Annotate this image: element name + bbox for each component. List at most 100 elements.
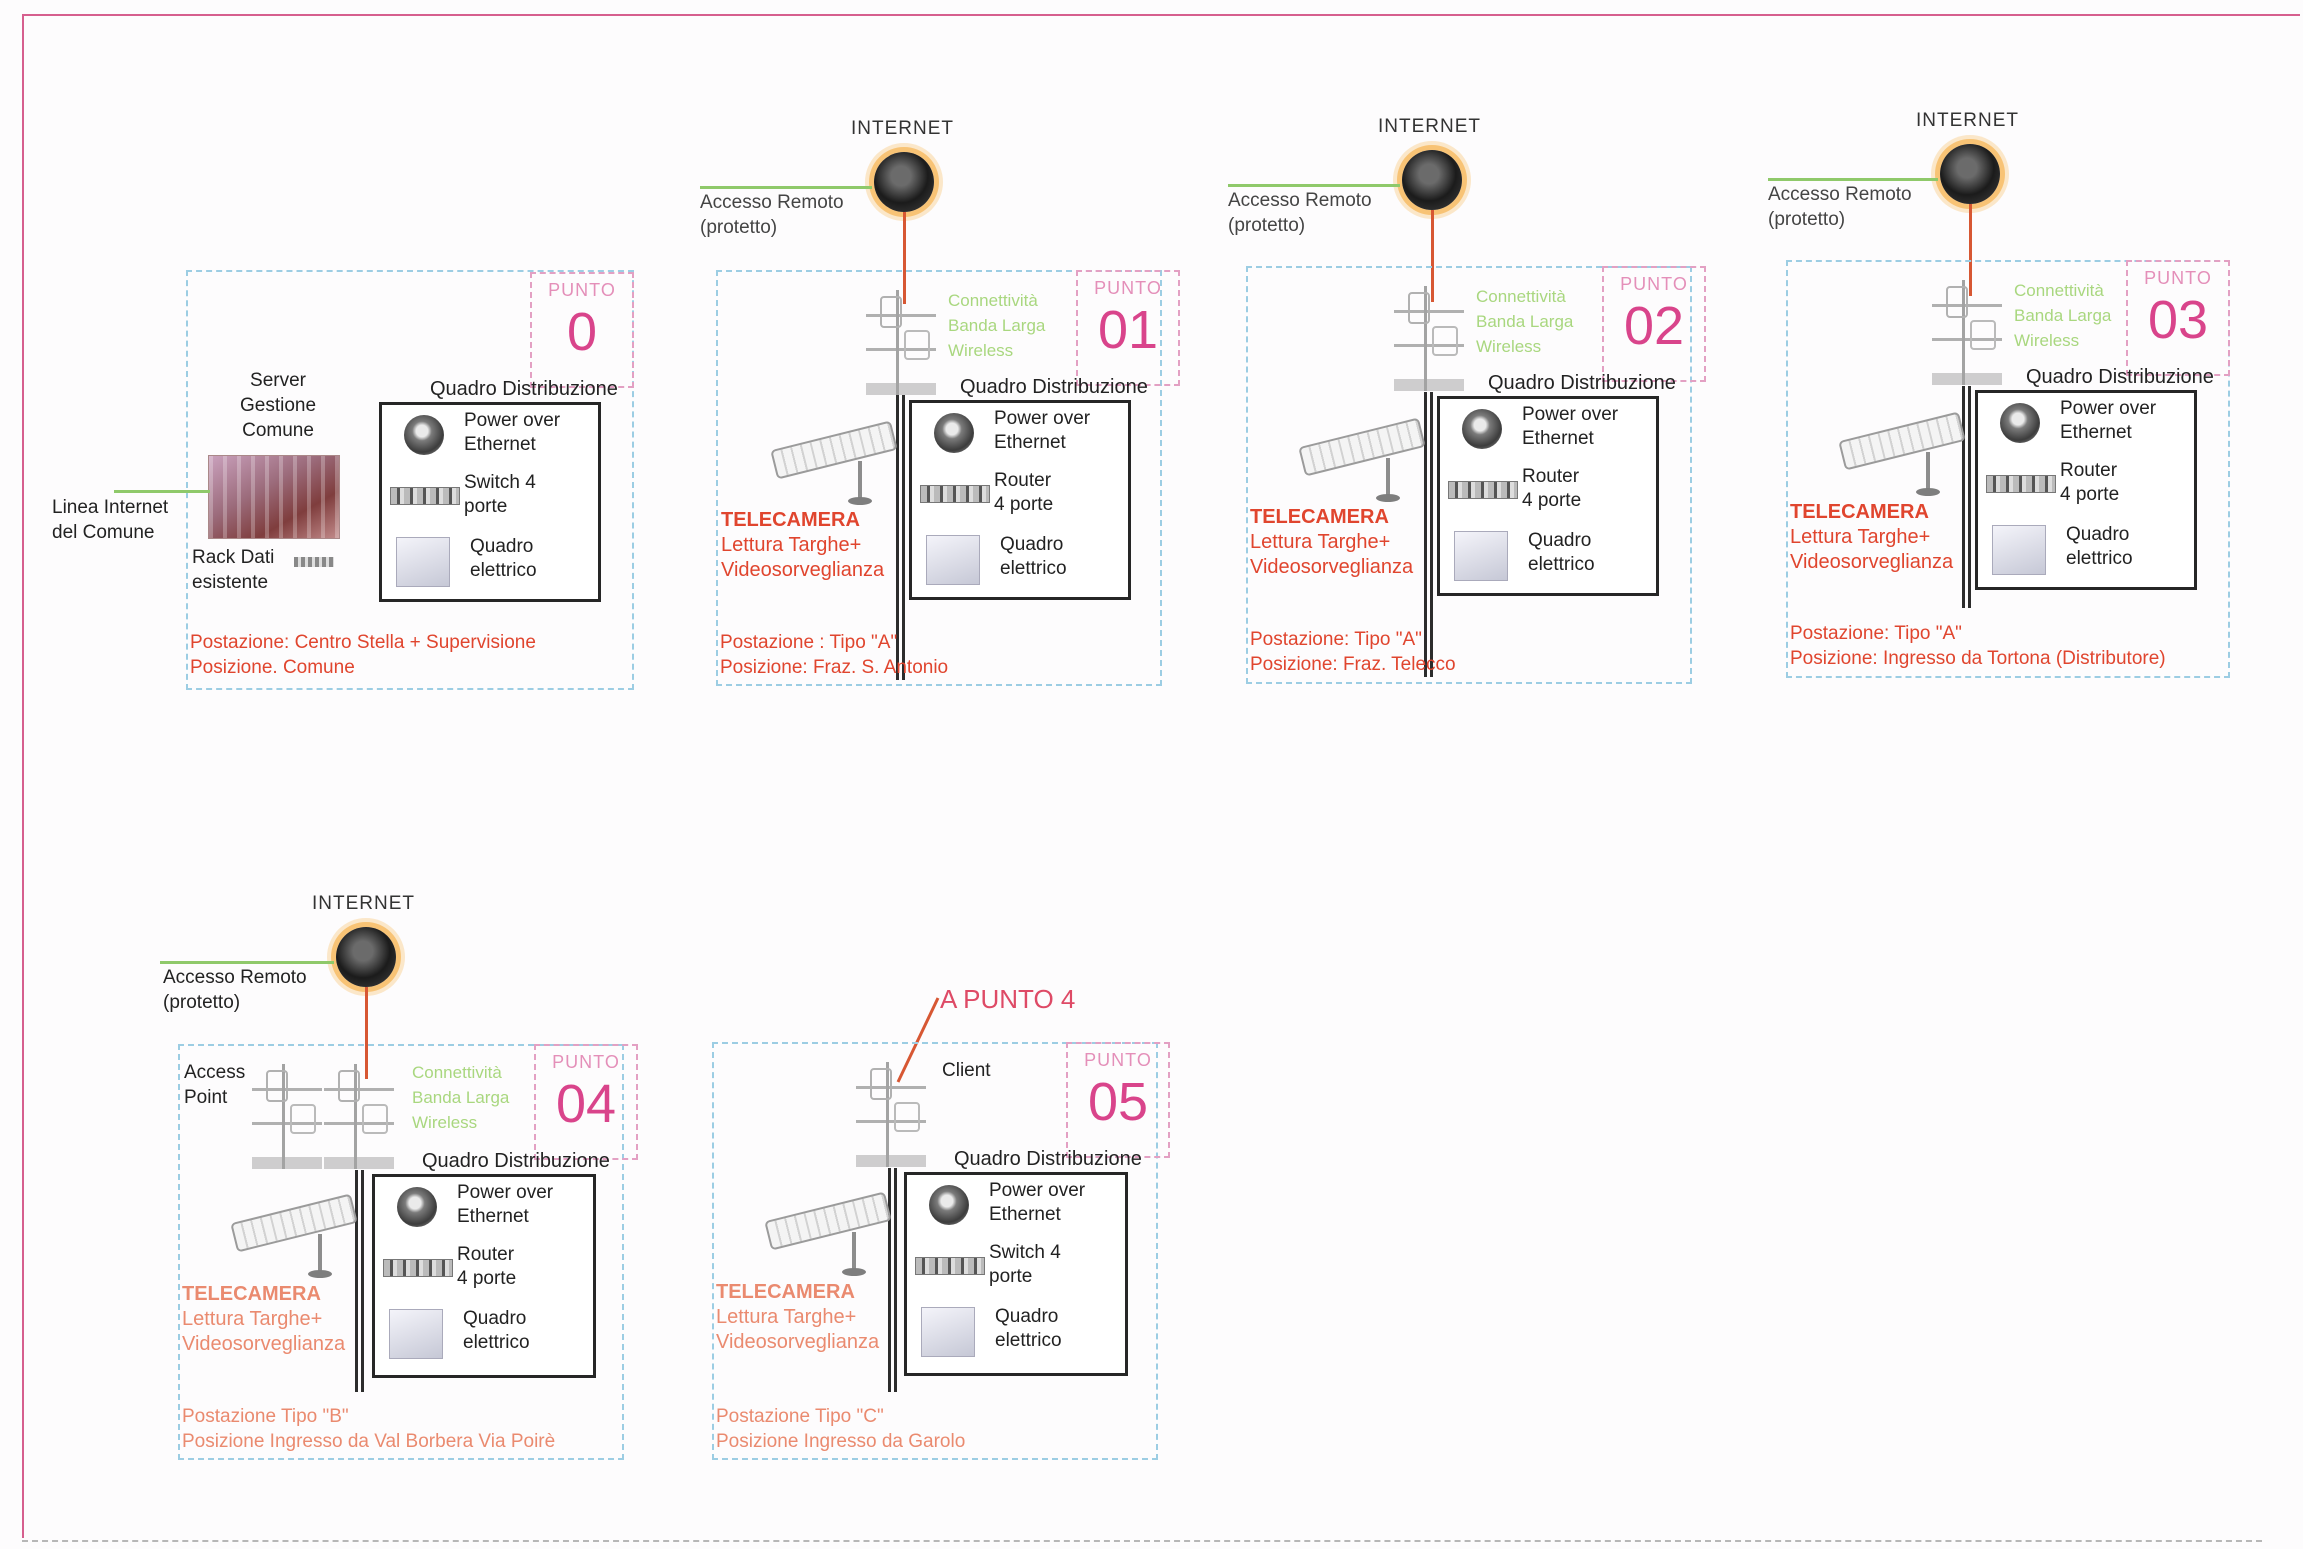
- poe-label-line: Power over: [457, 1182, 554, 1203]
- server-label: Server Gestione Comune: [240, 368, 316, 443]
- telecamera-line: TELECAMERA: [1250, 506, 1389, 528]
- poe-icon: [934, 413, 974, 453]
- telecamera-line: Lettura Targhe+: [1790, 526, 1931, 548]
- point-01-panel: [716, 270, 1162, 686]
- quadro-elettrico-row: Quadro elettrico: [907, 1305, 1125, 1365]
- camera-body: [230, 1193, 358, 1253]
- posizione-label: Posizione Ingresso da Val Borbera Via Po…: [182, 1431, 556, 1452]
- poe-label-line: Ethernet: [2060, 422, 2132, 443]
- camera-base: [848, 497, 872, 505]
- server-label-line: Gestione: [240, 395, 317, 416]
- electrical-panel-icon: [396, 537, 450, 587]
- poe-icon: [404, 415, 444, 455]
- punto-number: 0: [566, 302, 598, 362]
- punto-number: 02: [1623, 296, 1685, 356]
- punto-label: PUNTO: [1094, 278, 1162, 298]
- poe-label-line: Power over: [2060, 398, 2157, 419]
- internet-label: INTERNET: [851, 118, 954, 139]
- device-label-line: Router: [457, 1244, 515, 1265]
- camera-image: [230, 1193, 382, 1278]
- rack-label-line: esistente: [192, 572, 269, 593]
- device-label-line: 4 porte: [1522, 490, 1582, 511]
- posizione-label: Posizione: Fraz. S. Antonio: [720, 657, 949, 678]
- telecamera-line: TELECAMERA: [1790, 501, 1929, 523]
- wireless-label-line: Connettività: [2014, 281, 2104, 300]
- telecamera-line: Videosorveglianza: [1790, 551, 1954, 573]
- wireless-label-line: Connettività: [412, 1063, 502, 1082]
- quadro-elettrico-line: Quadro: [995, 1306, 1059, 1327]
- remote-access-label: Accesso Remoto(protetto): [1228, 188, 1372, 238]
- client-label: Client: [942, 1060, 991, 1081]
- point-05-panel: [712, 1042, 1158, 1460]
- device-label-line: Router: [2060, 460, 2118, 481]
- poe-label-line: Ethernet: [1522, 428, 1594, 449]
- point-02-panel: [1246, 266, 1692, 684]
- quadro-elettrico-line: elettrico: [1000, 558, 1067, 579]
- punto-label: PUNTO: [1620, 274, 1688, 294]
- electrical-panel-icon: [921, 1307, 975, 1357]
- camera-image: [1298, 417, 1450, 502]
- wireless-label-line: Wireless: [1476, 337, 1542, 356]
- poe-icon: [397, 1187, 437, 1227]
- quadro-elettrico-line: Quadro: [1528, 530, 1592, 551]
- wireless-mast-image: [866, 290, 936, 395]
- quadro-elettrico-line: elettrico: [2066, 548, 2133, 569]
- cable-trunk: [355, 1170, 364, 1392]
- punto-label: PUNTO: [552, 1052, 620, 1072]
- telecamera-line: Videosorveglianza: [721, 559, 885, 581]
- router-icon: [920, 485, 990, 503]
- camera-image: [764, 1191, 916, 1276]
- poe-icon: [929, 1185, 969, 1225]
- posizione-label: Posizione. Comune: [190, 657, 355, 678]
- poe-icon: [2000, 403, 2040, 443]
- client-mast-image: [856, 1062, 926, 1167]
- wireless-label-line: Connettività: [1476, 287, 1566, 306]
- telecamera-line: Videosorveglianza: [716, 1331, 880, 1353]
- camera-body: [770, 420, 898, 480]
- wireless-label-line: Banda Larga: [1476, 312, 1574, 331]
- rack-label: Rack Dati esistente: [192, 545, 274, 595]
- point-04-panel: [178, 1044, 624, 1460]
- camera-base: [308, 1270, 332, 1278]
- router-icon: [1448, 481, 1518, 499]
- device-label-line: Switch 4: [989, 1242, 1061, 1263]
- poe-icon: [1462, 409, 1502, 449]
- quadro-title: Quadro Distribuzione: [954, 1148, 1142, 1170]
- poe-label-line: Ethernet: [994, 432, 1066, 453]
- remote-access-line: Accesso Remoto: [1768, 184, 1912, 205]
- electrical-panel-icon: [1454, 531, 1508, 581]
- posizione-label: Posizione: Ingresso da Tortona (Distribu…: [1790, 648, 2166, 669]
- remote-access-label: Accesso Remoto(protetto): [700, 190, 844, 240]
- internet-line-text: del Comune: [52, 522, 155, 543]
- punto-02-badge: PUNTO 02: [1602, 266, 1706, 382]
- quadro-elettrico-line: elettrico: [995, 1330, 1062, 1351]
- remote-access-label: Accesso Remoto(protetto): [1768, 182, 1912, 232]
- remote-access-line: Accesso Remoto: [1228, 190, 1372, 211]
- quadro-elettrico-label: Quadro elettrico: [995, 1305, 1062, 1353]
- remote-access-connector: [160, 961, 334, 964]
- telecamera-line: TELECAMERA: [716, 1281, 855, 1303]
- internet-globe-icon: [1402, 150, 1462, 210]
- quadro-elettrico-line: elettrico: [470, 560, 537, 581]
- device-label-line: Router: [994, 470, 1052, 491]
- poe-label-line: Ethernet: [989, 1204, 1061, 1225]
